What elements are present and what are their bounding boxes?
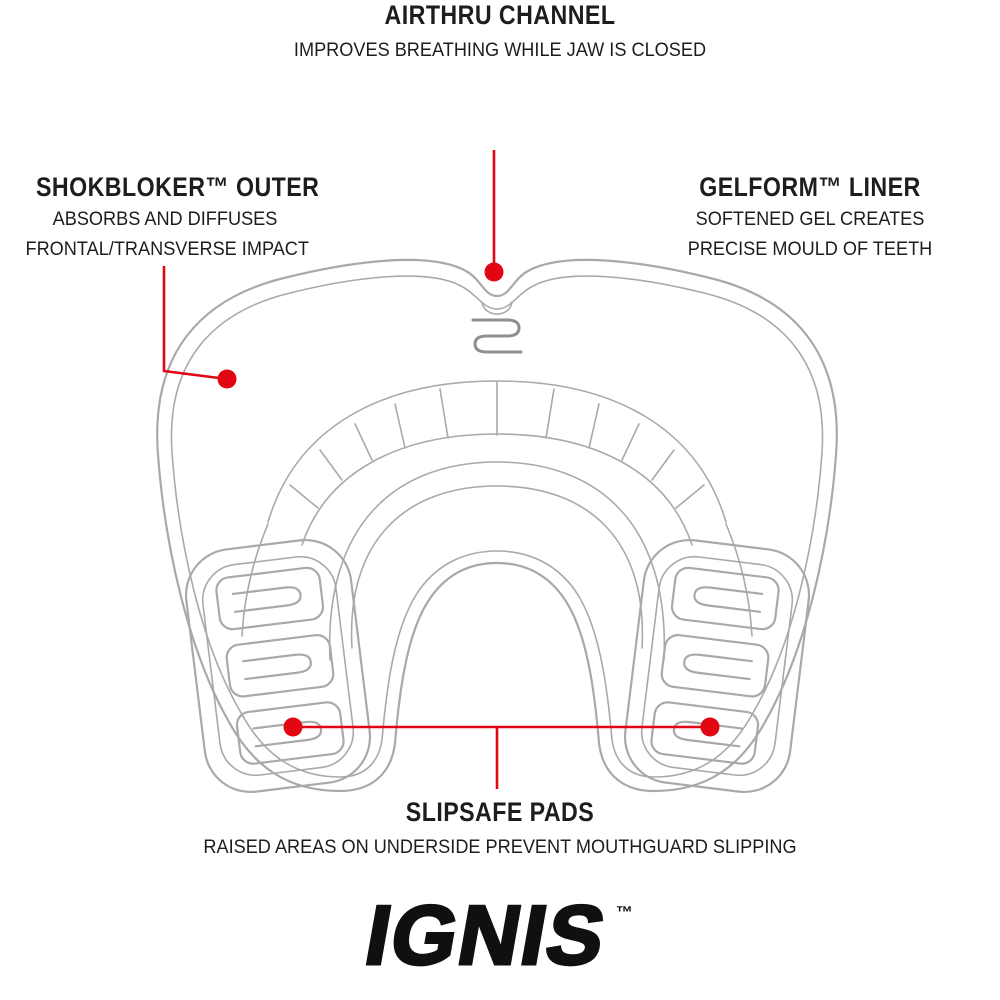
brand-trademark: ™ <box>615 903 633 922</box>
shokbloker-leader-line <box>162 266 220 380</box>
callout-leaders <box>162 150 720 789</box>
arch-ribs <box>267 380 727 546</box>
airthru-notch-detail <box>481 301 513 315</box>
brand-emblem <box>471 318 523 354</box>
slipsafe-left-dot <box>283 717 303 737</box>
gelform-description-line1: SOFTENED GEL CREATES <box>695 208 925 230</box>
right-pad <box>623 538 811 794</box>
airthru-dot <box>484 262 504 282</box>
slipsafe-title: SLIPSAFE PADS <box>405 797 595 827</box>
gelform-title: GELFORM™ LINER <box>699 172 921 202</box>
callout-airthru: AIRTHRU CHANNEL IMPROVES BREATHING WHILE… <box>0 0 1000 64</box>
airthru-title: AIRTHRU CHANNEL <box>384 0 616 30</box>
mouthguard-inner-wall <box>170 275 824 778</box>
callout-gelform: GELFORM™ LINER SOFTENED GEL CREATES PREC… <box>660 172 960 263</box>
mouthguard-outer-shell <box>156 258 838 793</box>
shokbloker-description-line1: ABSORBS AND DIFFUSES <box>52 208 278 230</box>
slipsafe-description: RAISED AREAS ON UNDERSIDE PREVENT MOUTHG… <box>203 836 797 858</box>
bite-channel <box>241 461 753 661</box>
shokbloker-description-line2: FRONTAL/TRANSVERSE IMPACT <box>25 238 309 260</box>
slipsafe-right-dot <box>700 717 720 737</box>
gelform-description-line2: PRECISE MOULD OF TEETH <box>687 238 933 260</box>
brand-name: IGNIS <box>357 887 615 984</box>
callout-shokbloker: SHOKBLOKER™ OUTER ABSORBS AND DIFFUSES F… <box>15 172 320 263</box>
callout-slipsafe: SLIPSAFE PADS RAISED AREAS ON UNDERSIDE … <box>0 797 1000 861</box>
shokbloker-dot <box>217 369 237 389</box>
airthru-description: IMPROVES BREATHING WHILE JAW IS CLOSED <box>293 39 707 61</box>
shokbloker-title: SHOKBLOKER™ OUTER <box>36 172 320 202</box>
left-pad <box>184 538 372 794</box>
